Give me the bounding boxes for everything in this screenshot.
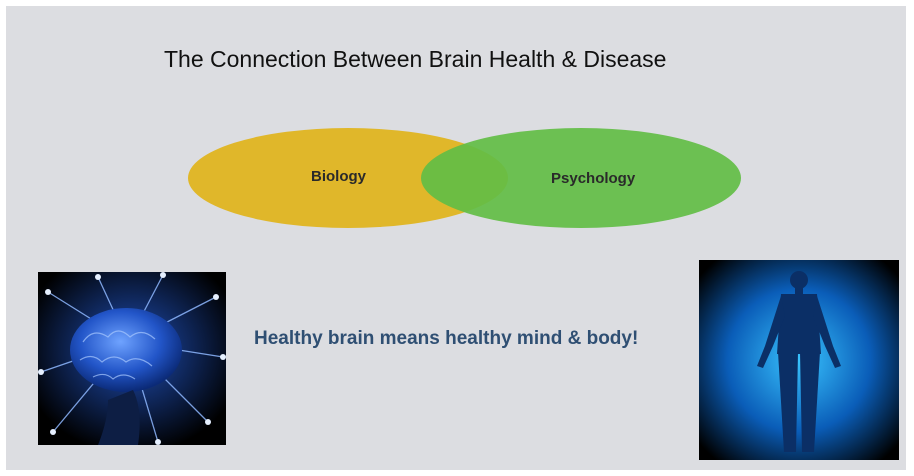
brain-network-image	[38, 272, 226, 445]
slide: The Connection Between Brain Health & Di…	[6, 6, 906, 470]
human-body-image	[699, 260, 899, 460]
biology-label: Biology	[311, 168, 366, 185]
venn-diagram	[188, 128, 741, 228]
slogan-text: Healthy brain means healthy mind & body!	[254, 328, 639, 349]
biology-ellipse	[188, 128, 508, 228]
slide-title: The Connection Between Brain Health & Di…	[164, 46, 667, 72]
psychology-ellipse	[421, 128, 741, 228]
psychology-label: Psychology	[551, 170, 636, 187]
